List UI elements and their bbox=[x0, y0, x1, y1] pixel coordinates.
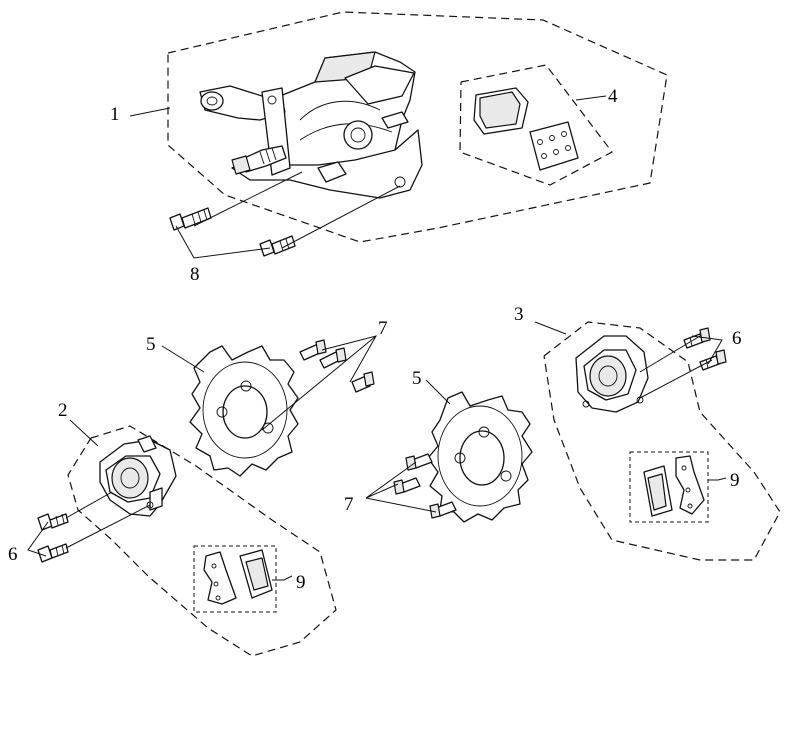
callout-labels: 1 4 8 5 7 3 6 5 2 9 7 6 9 bbox=[8, 86, 742, 593]
callout-6-right: 6 bbox=[732, 328, 742, 349]
bolts-6-left bbox=[37, 513, 69, 563]
callout-5-left: 5 bbox=[146, 334, 156, 355]
bolts-7-right bbox=[393, 453, 457, 519]
brake-disc-5-right bbox=[427, 391, 533, 523]
leader-lines bbox=[27, 95, 727, 581]
brake-pads-9-left bbox=[193, 545, 277, 613]
callout-7-top: 7 bbox=[378, 318, 388, 339]
bolts-7-left bbox=[299, 339, 375, 393]
callout-6-left: 6 bbox=[8, 544, 18, 565]
callout-7-bottom: 7 bbox=[344, 494, 354, 515]
callout-4: 4 bbox=[608, 86, 618, 107]
callout-8: 8 bbox=[190, 264, 200, 285]
brake-pads-9-right bbox=[629, 451, 709, 523]
group-1-boundary bbox=[167, 11, 668, 243]
caliper-assembly-2 bbox=[99, 435, 177, 517]
caliper-assembly-3 bbox=[575, 335, 649, 413]
callout-3: 3 bbox=[514, 304, 524, 325]
boundary-group-3 bbox=[543, 321, 781, 561]
callout-2: 2 bbox=[58, 400, 68, 421]
brake-pads-4 bbox=[459, 64, 613, 186]
caliper-assembly-1 bbox=[199, 51, 423, 199]
callout-9-right: 9 bbox=[730, 470, 740, 491]
callout-1: 1 bbox=[110, 104, 120, 125]
bolts-8 bbox=[169, 207, 296, 257]
brake-disc-5-left bbox=[189, 345, 299, 477]
boundary-group-2 bbox=[67, 425, 337, 657]
callout-5-right: 5 bbox=[412, 368, 422, 389]
callout-9-left: 9 bbox=[296, 572, 306, 593]
